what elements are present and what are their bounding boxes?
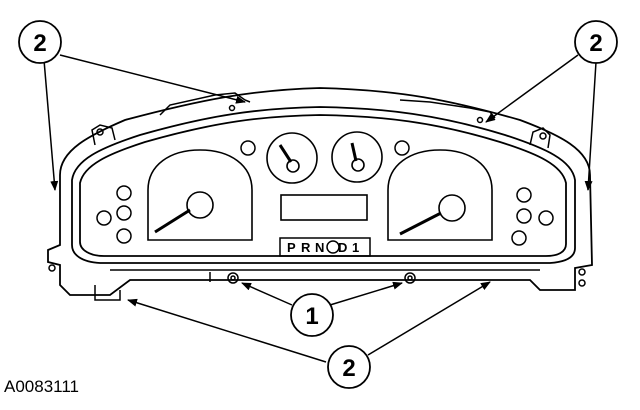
callout-top-right-label: 2 bbox=[589, 30, 602, 57]
figure-id: A0083111 bbox=[4, 377, 79, 396]
top-brackets bbox=[91, 92, 551, 149]
callout-center: 1 bbox=[290, 293, 334, 337]
callout-center-label: 1 bbox=[305, 303, 318, 330]
callout-bottom: 2 bbox=[327, 345, 371, 389]
prndl-r: R bbox=[301, 240, 311, 255]
fuel-gauge bbox=[266, 132, 318, 184]
prndl-indicator: P R N D 1 bbox=[279, 237, 371, 257]
speedometer-gauge bbox=[147, 149, 253, 241]
temperature-gauge bbox=[331, 131, 383, 183]
callout-top-left-label: 2 bbox=[33, 30, 46, 57]
prndl-overdrive-icon bbox=[326, 240, 340, 254]
tachometer-gauge bbox=[387, 149, 493, 241]
prndl-n: N bbox=[315, 240, 325, 255]
mounting-screws bbox=[227, 272, 416, 284]
bottom-lip bbox=[94, 269, 540, 301]
prndl-p: P bbox=[287, 240, 297, 255]
cluster-housing bbox=[47, 87, 593, 296]
odometer-display bbox=[280, 194, 368, 221]
callout-top-right: 2 bbox=[574, 20, 618, 64]
leader-lines bbox=[43, 54, 597, 363]
side-tabs bbox=[48, 264, 586, 287]
warning-lamps bbox=[96, 140, 554, 246]
callout-top-left: 2 bbox=[18, 20, 62, 64]
prndl-1: 1 bbox=[352, 240, 360, 255]
prndl-d: D bbox=[338, 240, 348, 255]
callout-bottom-label: 2 bbox=[342, 355, 355, 382]
